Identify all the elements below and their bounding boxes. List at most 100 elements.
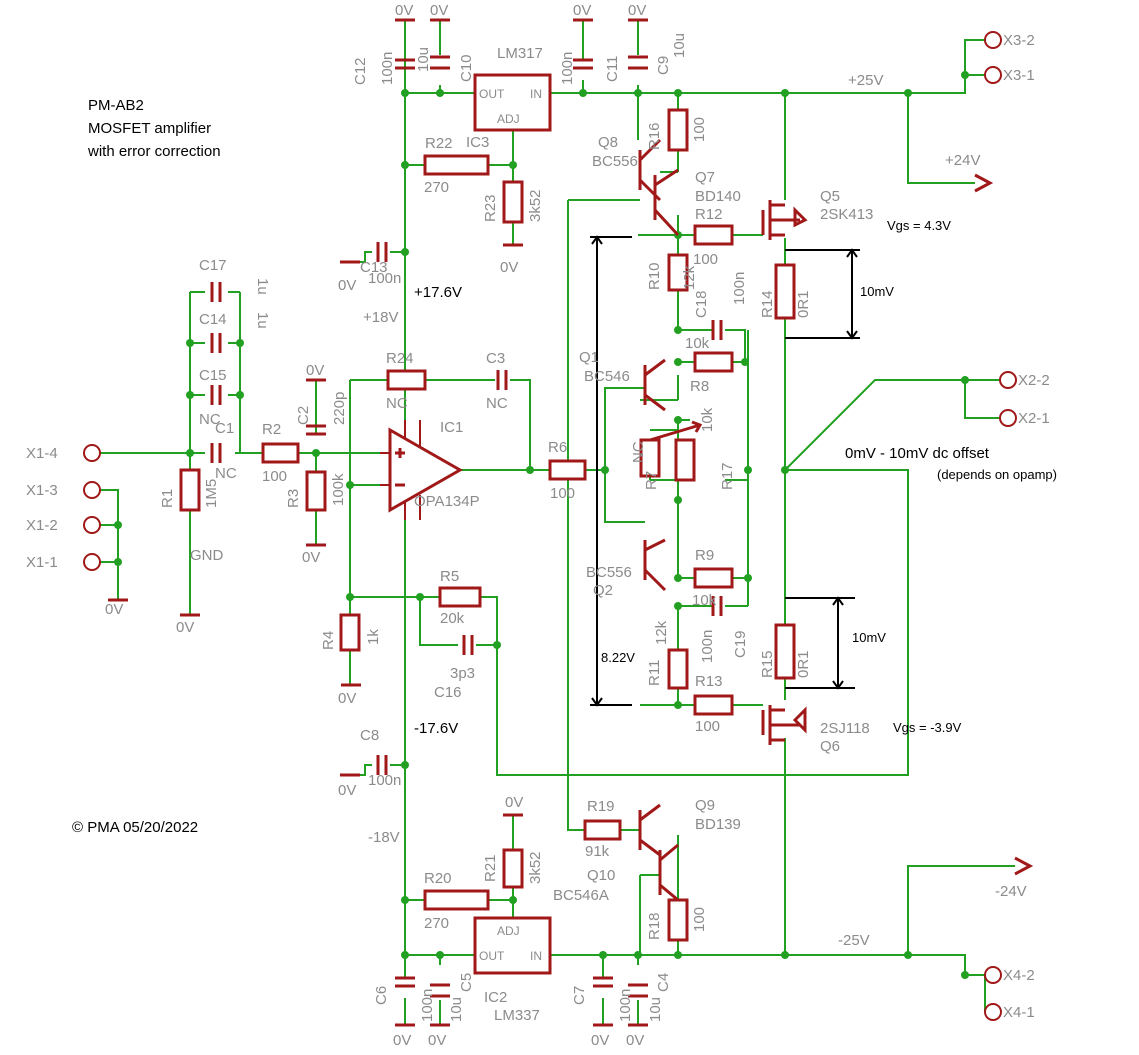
r21-val: 3k52 (527, 851, 544, 884)
r21 (502, 848, 524, 889)
r8 (693, 351, 734, 373)
q7-type: BD140 (695, 188, 741, 205)
label-n17-6: -17.6V (414, 720, 458, 737)
c15-val: NC (199, 411, 221, 428)
r20-ref: R20 (424, 870, 452, 887)
label-0v-6: 0V (338, 277, 356, 294)
x4-2-pin[interactable] (984, 966, 1002, 984)
x4-1-pin[interactable] (984, 1003, 1002, 1021)
r13 (693, 694, 734, 716)
r3-ref: R3 (285, 489, 302, 508)
ic2-in-pin: IN (530, 949, 542, 963)
r12-ref: R12 (695, 206, 723, 223)
r17 (674, 438, 696, 482)
label-x1-4: X1-4 (26, 445, 58, 462)
opamp-ic1 (380, 420, 464, 520)
note-dc-offset: 0mV - 10mV dc offset (845, 445, 990, 462)
label-gnd: GND (190, 547, 224, 564)
r7-ref: R7 (643, 471, 660, 490)
x1-4-pin[interactable] (83, 444, 101, 462)
c11-val: 100n (559, 52, 576, 85)
r18-val: 100 (691, 907, 708, 932)
c12-val: 100n (379, 52, 396, 85)
label-p18: +18V (363, 309, 398, 326)
transistors (638, 138, 680, 902)
r18 (667, 898, 689, 942)
r5 (438, 586, 482, 608)
ic3-regulator (473, 73, 552, 132)
r17-ref: R17 (719, 462, 736, 490)
r20-val: 270 (424, 915, 449, 932)
r15 (774, 623, 796, 680)
label-0v-14: 0V (393, 1032, 411, 1049)
r23-val: 3k52 (527, 189, 544, 222)
c2-val: 220p (331, 392, 348, 425)
r5-val: 20k (440, 610, 465, 627)
q6-ref: Q6 (820, 738, 840, 755)
ic3-type: LM317 (497, 45, 543, 62)
ic1-type: OPA134P (414, 493, 480, 510)
label-x3-2: X3-2 (1003, 32, 1035, 49)
label-p17-6: +17.6V (414, 284, 462, 301)
x1-2-pin[interactable] (83, 516, 101, 534)
ic3-adj-pin: ADJ (497, 112, 520, 126)
r12 (693, 224, 734, 246)
x3-2-pin[interactable] (984, 31, 1002, 49)
r24-ref: R24 (386, 350, 414, 367)
label-0v-7: 0V (306, 362, 324, 379)
c2-ref: C2 (295, 406, 312, 425)
r6 (548, 459, 587, 481)
ic3-ref: IC3 (466, 134, 489, 151)
ic2-type: LM337 (494, 1007, 540, 1024)
r11-ref: R11 (646, 660, 663, 686)
label-0v-9: 0V (105, 601, 123, 618)
label-n18: -18V (368, 829, 400, 846)
r4 (339, 613, 361, 652)
label-x4-1: X4-1 (1003, 1004, 1035, 1021)
r9-val: 10k (692, 592, 717, 609)
note-8-22v: 8.22V (601, 650, 635, 665)
r8-val: 10k (685, 335, 710, 352)
x2-2-pin[interactable] (999, 371, 1017, 389)
r5-ref: R5 (440, 568, 459, 585)
q9-type: BD139 (695, 816, 741, 833)
r9-ref: R9 (695, 547, 714, 564)
r22-ref: R22 (425, 135, 453, 152)
c4-val: 10u (647, 997, 664, 1022)
r15-ref: R15 (759, 650, 776, 678)
mosfets (761, 200, 808, 745)
ground-bars (108, 18, 648, 1027)
label-x3-1: X3-1 (1003, 67, 1035, 84)
c13-val: 100n (368, 270, 401, 287)
label-x1-3: X1-3 (26, 482, 58, 499)
r24-val: NC (386, 395, 408, 412)
junctions (114, 71, 969, 979)
r7-val: NC (630, 441, 647, 463)
x1-3-pin[interactable] (83, 481, 101, 499)
q8-ref: Q8 (598, 134, 618, 151)
r1-ref: R1 (159, 489, 176, 508)
c15-ref: C15 (199, 367, 227, 384)
x1-1-pin[interactable] (83, 553, 101, 571)
r19-ref: R19 (587, 798, 615, 815)
c17-ref: C17 (199, 257, 227, 274)
c3-val: NC (486, 395, 508, 412)
r24 (386, 369, 427, 391)
c10-val: 10u (415, 47, 432, 72)
label-p24: +24V (945, 152, 980, 169)
c12-ref: C12 (352, 57, 369, 85)
title-line2: MOSFET amplifier (88, 120, 211, 137)
r10 (667, 253, 689, 292)
c3-ref: C3 (486, 350, 505, 367)
c9-ref: C9 (655, 56, 672, 75)
q7-ref: Q7 (695, 169, 715, 186)
r14 (774, 263, 796, 320)
c18-val: 100n (731, 272, 748, 305)
x3-1-pin[interactable] (984, 66, 1002, 84)
label-x2-1: X2-1 (1018, 410, 1050, 427)
label-0v-12: 0V (338, 782, 356, 799)
x2-1-pin[interactable] (999, 409, 1017, 427)
c7-val: 100n (617, 989, 634, 1022)
r6-ref: R6 (548, 439, 567, 456)
note-10mv-top: 10mV (860, 284, 894, 299)
